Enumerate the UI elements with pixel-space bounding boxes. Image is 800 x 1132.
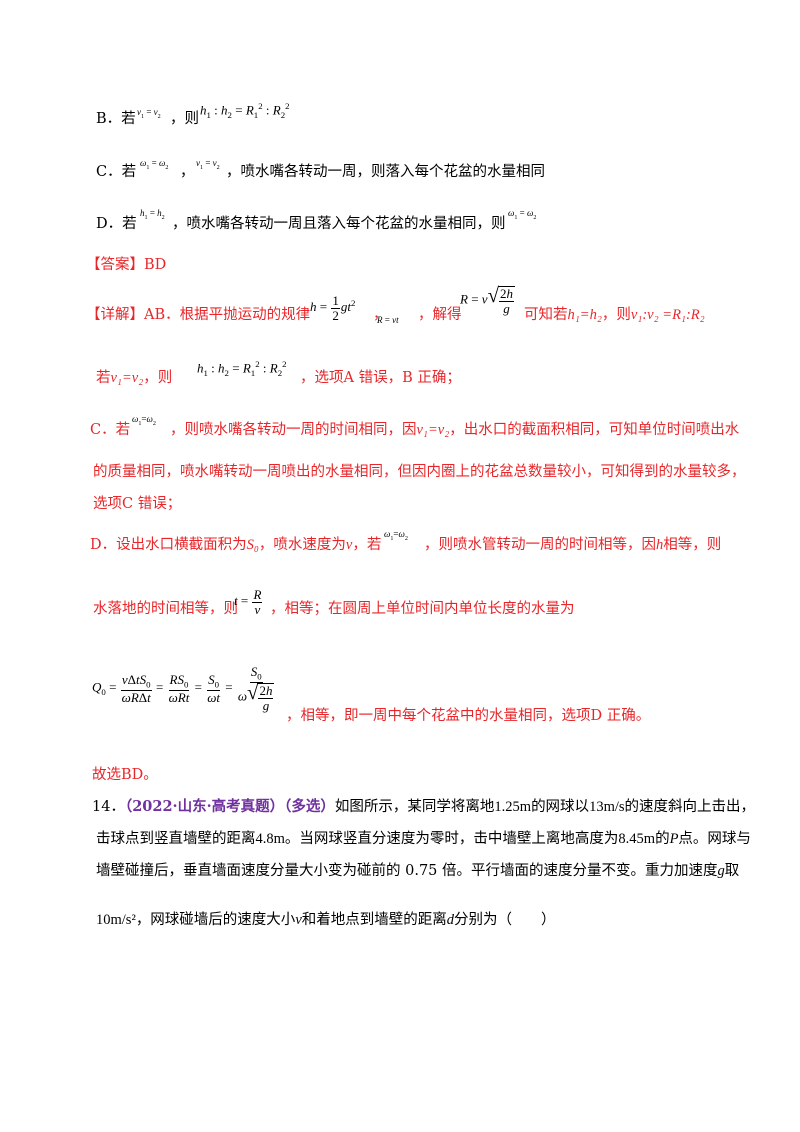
detail-ab-line2-eq: h1 : h2 = R12 : R22 bbox=[197, 359, 287, 378]
detail-d-line1: D．设出水口横截面积为S₀，喷水速度为v，若 bbox=[90, 537, 382, 553]
option-b-result: h1 : h2 = R12 : R22 bbox=[200, 101, 290, 120]
option-d-text: ，喷水嘴各转动一周且落入每个花盆的水量相同，则 bbox=[172, 216, 506, 232]
option-b-condition: v1 = v2 bbox=[137, 107, 161, 120]
option-c-cond1: ω1 = ω2 bbox=[140, 158, 169, 171]
detail-c-line2: 的质量相同，喷水嘴转动一周喷出的水量相同，但因内圈上的花盆总数量较小，可知得到的… bbox=[93, 464, 746, 480]
option-b-mid: ，则 bbox=[170, 111, 199, 127]
option-c-prefix: C．若 bbox=[96, 164, 137, 180]
option-c-cond2: v1 = v2 bbox=[196, 158, 220, 171]
detail-h-eq: h₁=h₂ bbox=[567, 307, 602, 323]
detail-d-line1-end: ，则喷水管转动一周的时间相等，因h相等，则 bbox=[424, 537, 722, 553]
option-b: B．若 bbox=[96, 112, 136, 127]
detail-ab-line2: 若v₁=v₂，则 bbox=[96, 370, 173, 386]
detail-v-eq: v₁=v₂ bbox=[110, 370, 144, 386]
option-c-text: ，喷水嘴各转动一周，则落入每个花盆的水量相同 bbox=[226, 164, 545, 180]
detail-c-eq: ω1=ω2 bbox=[132, 414, 156, 427]
answer-label: 【答案】BD bbox=[86, 257, 167, 273]
detail-c-prefix: C．若 bbox=[90, 422, 131, 438]
detail-ab-intro: AB．根据平抛运动的规律 bbox=[144, 307, 311, 323]
question14-number: 14． bbox=[92, 799, 125, 815]
question14-line2: 击球点到竖直墙壁的距离4.8m。当网球竖直分速度为零时，击中墙壁上离地高度为8.… bbox=[96, 831, 751, 847]
question14-source: （2022·山东·高考真题）（多选） bbox=[124, 798, 335, 815]
option-c-sep: ， bbox=[180, 164, 195, 180]
detail-ab-line2-rest: ，选项A 错误，B 正确； bbox=[300, 370, 461, 386]
detail-ab-line1: 【详解】AB．根据平抛运动的规律 bbox=[86, 308, 310, 323]
detail-ab-line1-end: 可知若h₁=h₂，则v₁:v₂ =R₁:R₂ bbox=[524, 307, 705, 323]
detail-d-eq: ω1=ω2 bbox=[384, 529, 408, 542]
option-b-prefix: B．若 bbox=[96, 111, 136, 127]
detail-q-rest: ，相等，即一周中每个花盆中的水量相同，选项D 正确。 bbox=[286, 708, 651, 724]
detail-comma1: ， bbox=[373, 307, 388, 323]
option-d-prefix: D．若 bbox=[96, 216, 137, 232]
detail-d-line2a: 水落地的时间相等，则 bbox=[93, 601, 238, 617]
detail-d-line2b: ，相等；在圆周上单位时间内单位长度的水量为 bbox=[270, 601, 575, 617]
question14-line1: 14．（2022·山东·高考真题）（多选）如图所示，某同学将离地1.25m的网球… bbox=[92, 798, 756, 815]
question14-g-value: 10m/s² bbox=[96, 912, 136, 928]
question14-line3: 墙壁碰撞后，垂直墙面速度分量大小变为碰前的 0.75 倍。平行墙面的速度分量不变… bbox=[96, 863, 740, 879]
detail-label: 【详解】 bbox=[86, 307, 144, 323]
detail-solve: ，解得 bbox=[418, 307, 462, 323]
detail-final: 故选BD。 bbox=[92, 767, 158, 783]
detail-c-line3: 选项C 错误； bbox=[93, 496, 182, 512]
detail-c-text: ，则喷水嘴各转动一周的时间相同，因v₁=v₂，出水口的截面积相同，可知单位时间喷… bbox=[170, 422, 740, 438]
question14-line4: 10m/s²，网球碰墙后的速度大小v和着地点到墙壁的距离d分别为（ ） bbox=[96, 912, 556, 928]
option-d-cond: h1 = h2 bbox=[140, 208, 165, 221]
eq-r-vt: R = vt bbox=[377, 315, 399, 325]
option-d-result: ω1 = ω2 bbox=[508, 208, 537, 221]
detail-ratio: v₁:v₂ =R₁:R₂ bbox=[630, 307, 705, 323]
